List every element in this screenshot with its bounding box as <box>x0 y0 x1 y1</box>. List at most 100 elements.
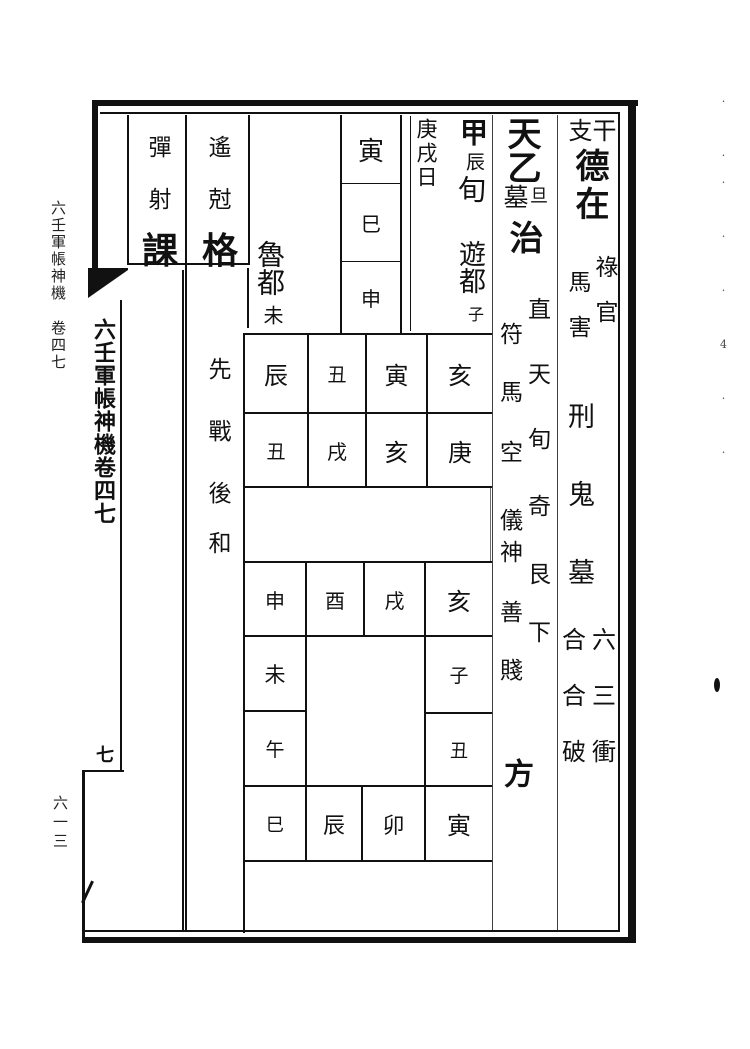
second-col-dan: 旦 <box>527 186 548 204</box>
xun-top: 甲 <box>456 118 489 146</box>
tianpan-shen: 申 <box>265 588 285 613</box>
bleed-through-text: · ·· · · 4 · · <box>717 95 730 473</box>
right-col-title: 德在 <box>569 148 609 224</box>
tianpan-chou: 丑 <box>450 740 468 762</box>
left-block-bottom <box>127 263 249 265</box>
tianpan-v2-bot <box>361 785 363 861</box>
right-col-sub-right: 六 三 衝 <box>592 620 616 788</box>
tianpan-yin: 寅 <box>447 812 471 840</box>
sanchuan-initial: 寅 <box>357 136 384 167</box>
ge-label: 遙 尅 格 <box>198 128 242 274</box>
tianpan-zi: 子 <box>449 665 469 687</box>
sike-bottom-1: 丑 <box>266 440 286 463</box>
divider-left-block-2 <box>127 115 129 265</box>
sike-v3 <box>426 333 428 487</box>
tianpan-chen: 辰 <box>322 813 345 839</box>
tianpan-h3 <box>243 785 492 787</box>
main-char-xing: 刑 <box>568 402 595 433</box>
tianpan-mao: 卯 <box>382 813 405 839</box>
lu-du-branch: 未 <box>260 305 284 325</box>
sike-top-2: 丑 <box>327 364 347 386</box>
sanchuan-h1 <box>340 183 401 184</box>
band-right <box>490 486 491 561</box>
item-yi: 儀 <box>500 508 523 534</box>
sike-bottom <box>243 486 492 488</box>
lu-du-divider <box>247 268 249 328</box>
tianpan-hai: 亥 <box>447 587 471 616</box>
third-col-divider <box>410 116 411 331</box>
spine-divider-h <box>88 268 128 270</box>
spine-bottom-h <box>84 770 124 772</box>
divider-second-col <box>492 115 493 930</box>
tianpan-si: 巳 <box>266 814 284 836</box>
sub-po: 破 <box>562 738 586 766</box>
tianpan-xu: 戌 <box>384 588 405 613</box>
item-ma: 馬 <box>500 380 523 406</box>
xun-bottom: 旬 <box>454 175 487 203</box>
you-du-branch: 子 <box>465 306 484 322</box>
sike-v1 <box>307 333 309 487</box>
item-kong: 空 <box>500 440 523 466</box>
tianpan-h2-left <box>243 710 306 712</box>
second-col-mu: 墓 <box>500 184 529 209</box>
right-col-small-right: 干 <box>588 118 616 142</box>
tianpan-h1 <box>243 635 492 637</box>
spine-text: 六壬軍帳神機卷四七 <box>90 318 116 525</box>
frame-left-upper <box>92 100 98 270</box>
sub-he-1: 合 <box>562 626 586 654</box>
lu-du: 魯都 <box>253 240 286 296</box>
sanchuan-h2 <box>340 261 401 262</box>
item-xun: 旬 <box>528 427 551 453</box>
sanchuan-final: 申 <box>361 286 381 311</box>
main-char-mu: 墓 <box>568 558 595 589</box>
ge-char-ke: 尅 <box>208 187 232 213</box>
item-fu: 符 <box>500 322 523 348</box>
you-du: 遊都 <box>454 240 485 294</box>
volume-label: 卷四七 <box>49 320 67 371</box>
sanchuan-left <box>340 115 342 333</box>
tianpan-h2-right <box>425 712 492 714</box>
tianpan-you: 酉 <box>325 588 345 613</box>
sike-bottom-2: 戌 <box>327 439 347 464</box>
inner-frame-right <box>618 112 620 930</box>
item-xia: 下 <box>528 620 551 646</box>
spine-fishtail <box>88 270 128 298</box>
sub-san: 三 <box>592 682 616 710</box>
sanchuan-right <box>400 115 402 333</box>
frame-bottom <box>82 937 636 943</box>
ge-char-yao: 遙 <box>208 135 232 161</box>
sike-bottom-4: 庚 <box>448 438 472 467</box>
second-col-title: 天乙 <box>501 116 541 184</box>
verdict-xian: 先 <box>208 357 232 383</box>
second-col-right-items: 直 天 旬 奇 艮 下 <box>528 290 551 671</box>
tianpan-v3 <box>424 561 426 861</box>
item-tian: 天 <box>528 362 551 388</box>
sub-he-2: 合 <box>562 682 586 710</box>
verdict-hou: 後 <box>208 481 232 507</box>
inner-frame-bottom <box>85 930 620 932</box>
tianpan-v1 <box>305 561 307 861</box>
item-shen: 神 <box>500 540 523 566</box>
spine-line <box>120 300 122 770</box>
xun-small: 辰 <box>463 152 485 171</box>
item-zhi: 直 <box>528 297 551 323</box>
ke-char-she: 射 <box>148 187 172 213</box>
frame-left-lower <box>82 770 85 940</box>
sub-chong: 衝 <box>592 738 616 766</box>
ke-char-dan: 彈 <box>148 135 172 161</box>
item-shan: 善 <box>500 600 523 626</box>
verdict: 先 戰 後 和 <box>198 350 242 564</box>
inner-frame-top <box>100 112 618 114</box>
second-col-left-items: 符 馬 空 儀 神 善 賤 <box>500 315 523 709</box>
tianpan-bottom <box>243 860 492 862</box>
divider-verdict <box>182 270 184 930</box>
ke-label: 彈 射 課 <box>138 128 182 274</box>
right-col-line2-left: 馬害 <box>564 270 590 360</box>
ge-char-ge: 格 <box>201 230 238 272</box>
right-col-main: 刑 鬼 墓 <box>568 395 608 629</box>
sike-mid <box>243 412 492 414</box>
verdict-zhan: 戰 <box>208 419 232 445</box>
frame-top <box>92 100 638 106</box>
second-col-fang: 方 <box>498 758 533 788</box>
ke-char-ke: 課 <box>141 230 178 272</box>
